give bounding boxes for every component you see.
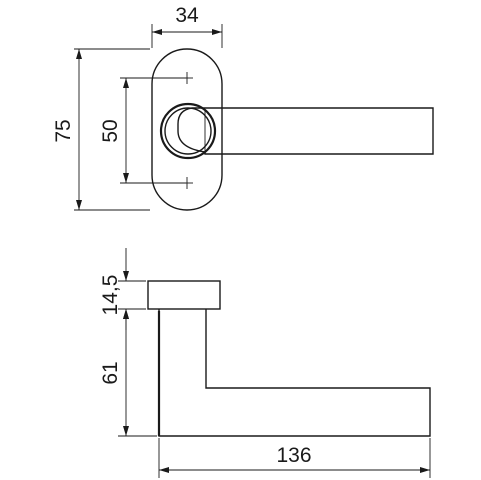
rose-inner-ring xyxy=(164,107,212,155)
dimension-label-rose-height: 14,5 xyxy=(99,275,122,316)
dimension-overall-height: 75 xyxy=(52,48,150,211)
dimension-label-overall-height: 75 xyxy=(52,119,75,142)
lever-arm-side xyxy=(158,309,431,437)
escutcheon-plate xyxy=(151,48,223,211)
dimension-top-width: 34 xyxy=(151,4,223,48)
dimension-lever-length: 136 xyxy=(158,438,431,478)
rose-side xyxy=(147,280,221,310)
front-view: 34 75 50 xyxy=(52,4,434,211)
dimension-hole-spacing: 50 xyxy=(99,77,186,184)
rose-outer-ring xyxy=(159,102,217,160)
dimension-label-hole-spacing: 50 xyxy=(99,119,122,142)
dimension-label-lever-height: 61 xyxy=(99,361,122,384)
dimension-rose-height: 14,5 xyxy=(99,248,146,330)
dimension-label-top-width: 34 xyxy=(175,4,199,27)
dimension-label-lever-length: 136 xyxy=(276,444,311,467)
dimension-lever-height: 61 xyxy=(99,309,157,437)
lever-arm-front xyxy=(177,107,434,155)
side-view: 14,5 61 136 xyxy=(99,248,431,478)
